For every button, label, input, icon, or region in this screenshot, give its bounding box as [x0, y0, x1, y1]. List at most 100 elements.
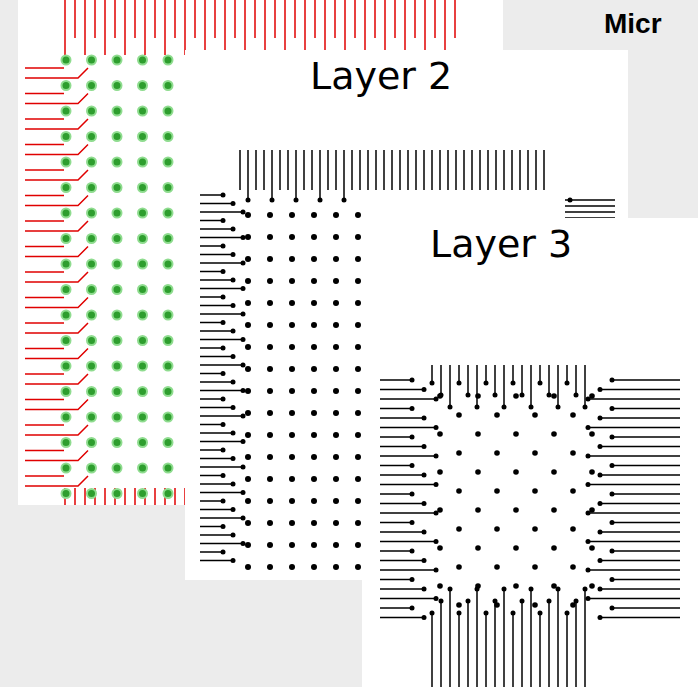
green-pad [87, 387, 96, 396]
via-dot [231, 507, 236, 512]
red-trace [324, 0, 326, 38]
trace [380, 569, 436, 571]
trace [200, 424, 223, 426]
green-pad [62, 438, 71, 447]
via-dot [570, 412, 576, 418]
green-pad [164, 285, 173, 294]
via-dot [245, 520, 251, 526]
red-trace [154, 488, 156, 505]
trace [600, 446, 680, 448]
trace [485, 365, 487, 383]
via-dot [583, 405, 588, 410]
via-dot [333, 366, 339, 372]
via-dot [610, 520, 615, 525]
trace [521, 365, 523, 395]
via-dot [333, 234, 339, 240]
trace [467, 601, 469, 687]
via-dot [289, 410, 295, 416]
green-pad [138, 362, 147, 371]
via-dot [231, 533, 236, 538]
green-pad [164, 183, 173, 192]
trace [467, 365, 469, 395]
via-dot [538, 611, 543, 616]
trace [200, 254, 233, 256]
green-pad [87, 183, 96, 192]
green-pad [62, 413, 71, 422]
green-pad [87, 311, 96, 320]
trace [200, 220, 223, 222]
trace [575, 365, 577, 395]
trace [458, 613, 460, 687]
via-dot [342, 198, 347, 203]
green-pad [138, 336, 147, 345]
via-dot [355, 300, 361, 306]
via-dot [245, 542, 251, 548]
trace [200, 509, 233, 511]
trace [295, 150, 297, 190]
via-dot [333, 256, 339, 262]
via-dot [410, 492, 415, 497]
red-trace [424, 0, 426, 38]
via-dot [267, 410, 273, 416]
via-dot [267, 564, 273, 570]
trace [200, 194, 223, 196]
via-dot [333, 564, 339, 570]
trace [200, 203, 233, 205]
via-dot [241, 210, 246, 215]
trace [200, 458, 233, 460]
trace [380, 550, 412, 552]
via-dot [267, 278, 273, 284]
green-pad [113, 158, 122, 167]
via-dot [245, 410, 251, 416]
green-pad [87, 464, 96, 473]
red-trace [74, 488, 76, 505]
via-dot [267, 476, 273, 482]
via-dot [439, 393, 444, 398]
green-pad [62, 183, 71, 192]
via-dot [221, 524, 226, 529]
via-dot [311, 564, 317, 570]
trace [200, 475, 223, 477]
red-trace [94, 0, 96, 38]
trace [200, 228, 233, 230]
via-dot [231, 456, 236, 461]
via-dot [532, 412, 538, 418]
via-dot [267, 520, 273, 526]
via-dot [422, 558, 427, 563]
via-dot [551, 469, 557, 475]
trace [407, 150, 409, 190]
via-dot [221, 320, 226, 325]
red-trace [144, 0, 146, 38]
green-pad [138, 183, 147, 192]
trace [612, 436, 680, 438]
trace [521, 601, 523, 687]
via-dot [410, 378, 415, 383]
trace [200, 483, 233, 485]
trace [612, 379, 680, 381]
green-pad [87, 336, 96, 345]
trace [612, 579, 680, 581]
via-dot [270, 198, 275, 203]
trace [380, 522, 412, 524]
via-dot [245, 344, 251, 350]
red-trace [234, 0, 236, 38]
green-pad [113, 209, 122, 218]
green-pad [62, 260, 71, 269]
via-dot [502, 405, 507, 410]
trace [600, 503, 680, 505]
via-dot [231, 201, 236, 206]
via-dot [565, 611, 570, 616]
via-dot [355, 366, 361, 372]
trace [588, 541, 680, 543]
via-dot [434, 596, 439, 601]
via-dot [598, 501, 603, 506]
via-dot [221, 371, 226, 376]
trace [380, 560, 424, 562]
trace [200, 526, 223, 528]
via-dot [311, 542, 317, 548]
trace [431, 613, 433, 687]
trace [380, 484, 436, 486]
via-dot [434, 397, 439, 402]
red-trace [25, 67, 64, 69]
via-dot [221, 295, 226, 300]
